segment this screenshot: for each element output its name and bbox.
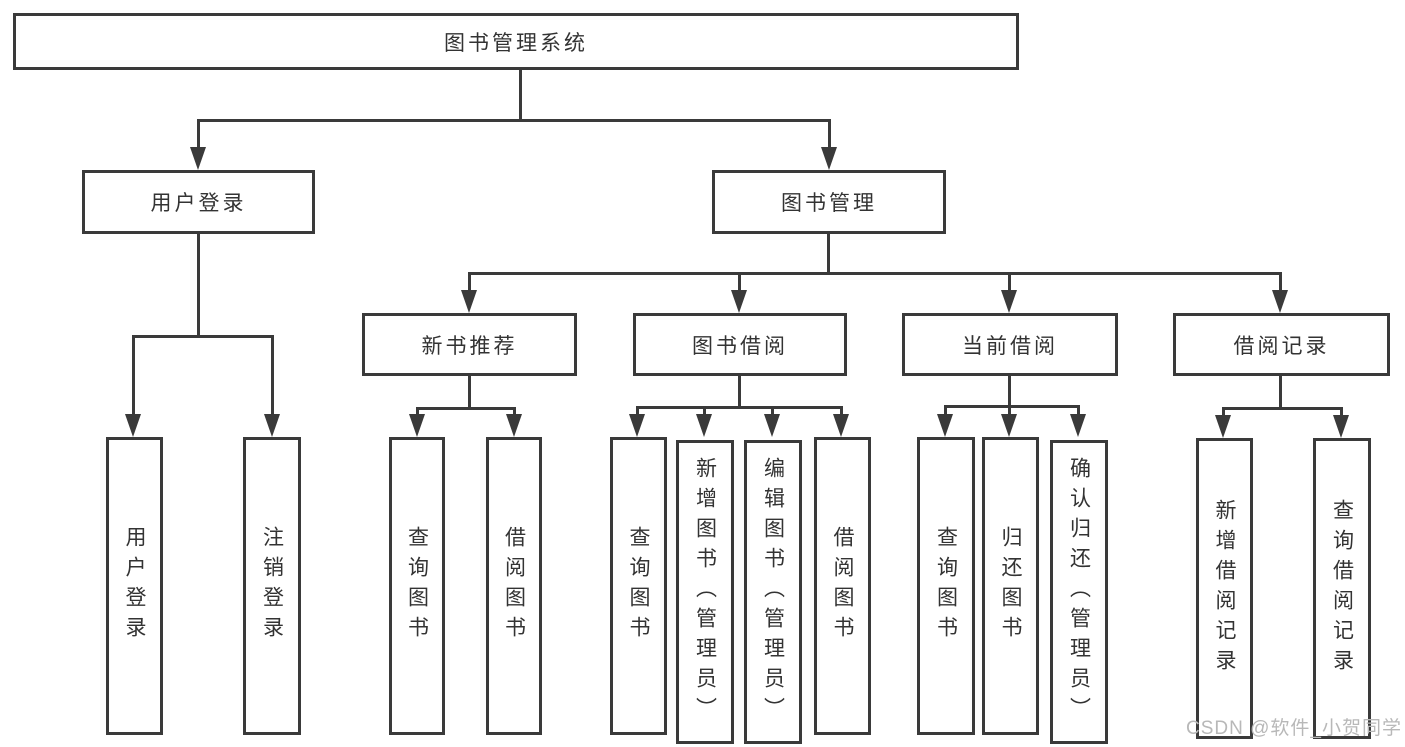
arrowhead-icon — [1333, 415, 1349, 438]
connector-line — [132, 335, 135, 419]
arrowhead-icon — [1070, 414, 1086, 437]
leaf-nb-borrow-book: 借阅图书 — [486, 437, 542, 735]
leaf-cb-return-book-label: 归还图书 — [999, 526, 1022, 646]
leaf-logout: 注销登录 — [243, 437, 301, 735]
connector-line — [828, 119, 831, 154]
arrowhead-icon — [125, 414, 141, 437]
node-user-login-label: 用户登录 — [150, 192, 247, 215]
arrowhead-icon — [506, 414, 522, 437]
leaf-br-query-record: 查询借阅记录 — [1313, 438, 1371, 739]
connector-line — [1279, 272, 1282, 294]
connector-line — [738, 376, 741, 409]
arrowhead-icon — [1001, 414, 1017, 437]
connector-line — [513, 407, 516, 419]
csdn-watermark: CSDN @软件_小贺同学 — [1186, 718, 1402, 739]
node-book-management: 图书管理 — [712, 170, 946, 234]
leaf-user-login: 用户登录 — [106, 437, 163, 735]
arrowhead-icon — [833, 414, 849, 437]
arrowhead-icon — [629, 414, 645, 437]
connector-line — [636, 406, 843, 409]
leaf-cb-query-book: 查询图书 — [917, 437, 975, 735]
arrowhead-icon — [1272, 290, 1288, 313]
connector-line — [1008, 405, 1011, 419]
connector-line — [416, 407, 516, 410]
arrowhead-icon — [409, 414, 425, 437]
connector-line — [771, 406, 774, 419]
node-borrow-record: 借阅记录 — [1173, 313, 1390, 376]
connector-line — [703, 406, 706, 419]
arrowhead-icon — [1215, 415, 1231, 438]
connector-line — [827, 234, 830, 274]
connector-line — [840, 406, 843, 419]
leaf-user-login-label: 用户登录 — [123, 526, 146, 646]
arrowhead-icon — [696, 414, 712, 437]
connector-line — [519, 69, 522, 121]
arrowhead-icon — [264, 414, 280, 437]
node-root: 图书管理系统 — [13, 13, 1019, 70]
leaf-br-query-record-label: 查询借阅记录 — [1330, 498, 1354, 679]
connector-line — [132, 335, 274, 338]
leaf-bb-query-book-label: 查询图书 — [627, 526, 650, 646]
leaf-cb-query-book-label: 查询图书 — [934, 526, 958, 646]
connector-line — [1340, 407, 1343, 419]
leaf-br-add-record: 新增借阅记录 — [1196, 438, 1253, 739]
connector-line — [416, 407, 419, 419]
connector-line — [1077, 405, 1080, 419]
leaf-bb-query-book: 查询图书 — [610, 437, 667, 735]
connector-line — [738, 272, 741, 294]
leaf-nb-query-book-label: 查询图书 — [405, 526, 429, 646]
connector-line — [1008, 376, 1011, 408]
leaf-bb-borrow-book: 借阅图书 — [814, 437, 871, 735]
node-borrow-record-label: 借阅记录 — [1233, 334, 1330, 358]
leaf-bb-add-book-admin-label: 新增图书（管理员） — [693, 457, 717, 727]
node-book-borrow: 图书借阅 — [633, 313, 847, 376]
node-user-login: 用户登录 — [82, 170, 315, 234]
leaf-logout-label: 注销登录 — [260, 526, 284, 646]
node-new-book-recommend-label: 新书推荐 — [421, 334, 518, 358]
leaf-bb-edit-book-admin: 编辑图书（管理员） — [744, 440, 802, 744]
leaf-br-add-record-label: 新增借阅记录 — [1213, 498, 1236, 679]
arrowhead-icon — [190, 147, 206, 170]
connector-line — [1279, 376, 1282, 410]
leaf-nb-borrow-book-label: 借阅图书 — [502, 526, 526, 646]
arrowhead-icon — [731, 290, 747, 313]
node-current-borrow: 当前借阅 — [902, 313, 1118, 376]
arrowhead-icon — [1001, 290, 1017, 313]
leaf-cb-return-book: 归还图书 — [982, 437, 1039, 735]
connector-line — [1008, 272, 1011, 294]
node-current-borrow-label: 当前借阅 — [962, 334, 1058, 358]
node-book-management-label: 图书管理 — [781, 192, 877, 215]
connector-line — [271, 335, 274, 419]
arrowhead-icon — [937, 414, 953, 437]
connector-line — [197, 119, 830, 122]
leaf-bb-add-book-admin: 新增图书（管理员） — [676, 440, 734, 744]
node-root-label: 图书管理系统 — [444, 31, 588, 55]
connector-line — [944, 405, 947, 419]
leaf-cb-confirm-return-admin: 确认归还（管理员） — [1050, 440, 1108, 744]
connector-line — [197, 234, 200, 337]
leaf-bb-borrow-book-label: 借阅图书 — [831, 526, 854, 646]
connector-line — [636, 406, 639, 419]
connector-line — [1222, 407, 1225, 419]
arrowhead-icon — [764, 414, 780, 437]
connector-line — [468, 272, 1281, 275]
connector-line — [944, 405, 1080, 408]
node-new-book-recommend: 新书推荐 — [362, 313, 577, 376]
leaf-bb-edit-book-admin-label: 编辑图书（管理员） — [761, 457, 785, 727]
connector-line — [468, 272, 471, 294]
arrowhead-icon — [461, 290, 477, 313]
connector-line — [468, 376, 471, 410]
connector-line — [1222, 407, 1343, 410]
leaf-cb-confirm-return-admin-label: 确认归还（管理员） — [1067, 457, 1091, 727]
arrowhead-icon — [821, 147, 837, 170]
connector-line — [197, 119, 200, 154]
leaf-nb-query-book: 查询图书 — [389, 437, 445, 735]
node-book-borrow-label: 图书借阅 — [692, 334, 788, 358]
